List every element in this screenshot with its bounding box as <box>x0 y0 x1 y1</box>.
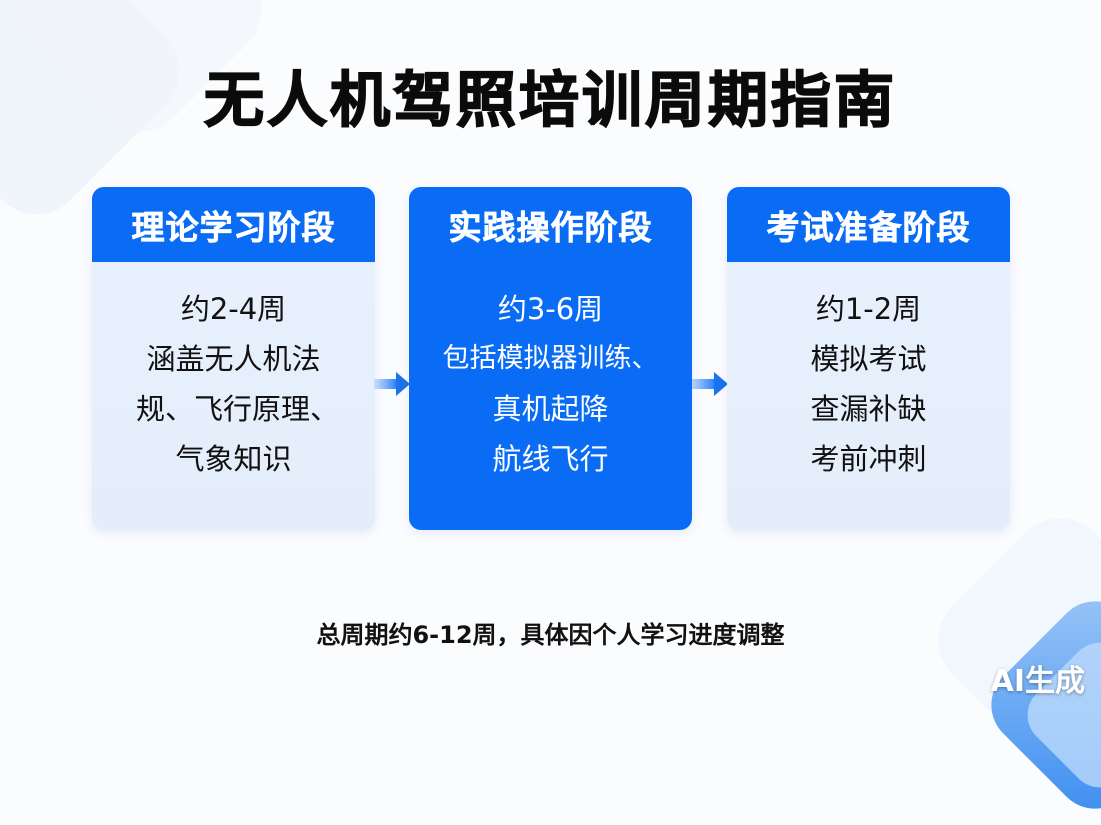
stage-detail: 航线飞行 <box>492 442 609 476</box>
ai-watermark: AI生成 <box>990 664 1085 699</box>
stage-header: 实践操作阶段 <box>448 207 653 247</box>
stage-header: 考试准备阶段 <box>727 187 1010 262</box>
stage-detail: 气象知识 <box>175 442 292 476</box>
stage-duration: 约1-2周 <box>815 292 922 326</box>
stage-detail: 查漏补缺 <box>810 392 927 426</box>
arrow-right-icon <box>374 372 410 396</box>
stage-duration: 约3-6周 <box>497 292 604 326</box>
stage-body: 约3-6周 包括模拟器训练、 真机起降 航线飞行 <box>409 262 692 484</box>
stage-card-exam: 考试准备阶段 约1-2周 模拟考试 查漏补缺 考前冲刺 <box>727 187 1010 530</box>
arrow-right-icon <box>692 372 728 396</box>
stage-detail: 规、飞行原理、 <box>135 392 339 426</box>
stage-detail: 模拟考试 <box>810 342 927 376</box>
stage-detail: 考前冲刺 <box>810 442 927 476</box>
stage-header: 理论学习阶段 <box>92 187 375 262</box>
page-title: 无人机驾照培训周期指南 <box>203 65 897 137</box>
stage-duration: 约2-4周 <box>180 292 287 326</box>
stage-body: 约2-4周 涵盖无人机法 规、飞行原理、 气象知识 <box>92 262 375 484</box>
stage-detail: 包括模拟器训练、 <box>442 343 659 374</box>
stage-body: 约1-2周 模拟考试 查漏补缺 考前冲刺 <box>727 262 1010 484</box>
stage-card-practice: 实践操作阶段 约3-6周 包括模拟器训练、 真机起降 航线飞行 <box>409 187 692 530</box>
stage-detail: 真机起降 <box>492 392 609 426</box>
stage-card-theory: 理论学习阶段 约2-4周 涵盖无人机法 规、飞行原理、 气象知识 <box>92 187 375 530</box>
footer-note: 总周期约6-12周，具体因个人学习进度调整 <box>316 621 785 649</box>
stage-detail: 涵盖无人机法 <box>146 342 321 376</box>
